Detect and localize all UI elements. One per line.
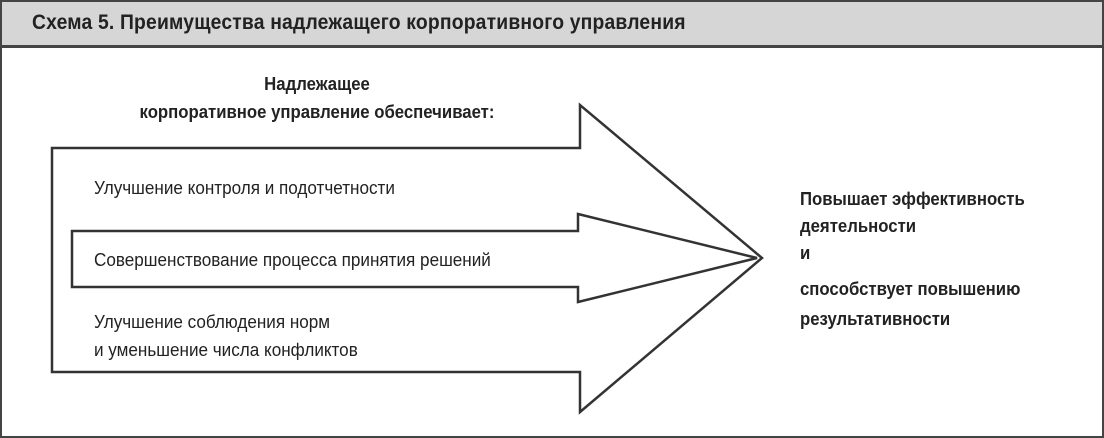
diagram-title: Схема 5. Преимущества надлежащего корпор…	[32, 11, 686, 34]
benefit-item-decisions: Совершенствование процесса принятия реше…	[94, 250, 491, 270]
inner-arrow	[70, 212, 758, 304]
result-line-3: и	[800, 243, 811, 263]
result-line-4: способствует повышению	[800, 279, 1021, 299]
benefit-item-control: Улучшение контроля и подотчетности	[94, 178, 395, 198]
heading-line-2: корпоративное управление обеспечивает:	[139, 102, 495, 122]
benefit-item-compliance-line-2: и уменьшение числа конфликтов	[94, 340, 358, 360]
result-line-2: деятельности	[800, 216, 917, 236]
heading-line-1: Надлежащее	[264, 74, 370, 94]
result-line-5: результативности	[800, 309, 951, 329]
diagram-header: Схема 5. Преимущества надлежащего корпор…	[0, 0, 1104, 48]
benefit-item-compliance-line-1: Улучшение соблюдения норм	[94, 312, 331, 332]
result-line-1: Повышает эффективность	[800, 189, 1025, 209]
